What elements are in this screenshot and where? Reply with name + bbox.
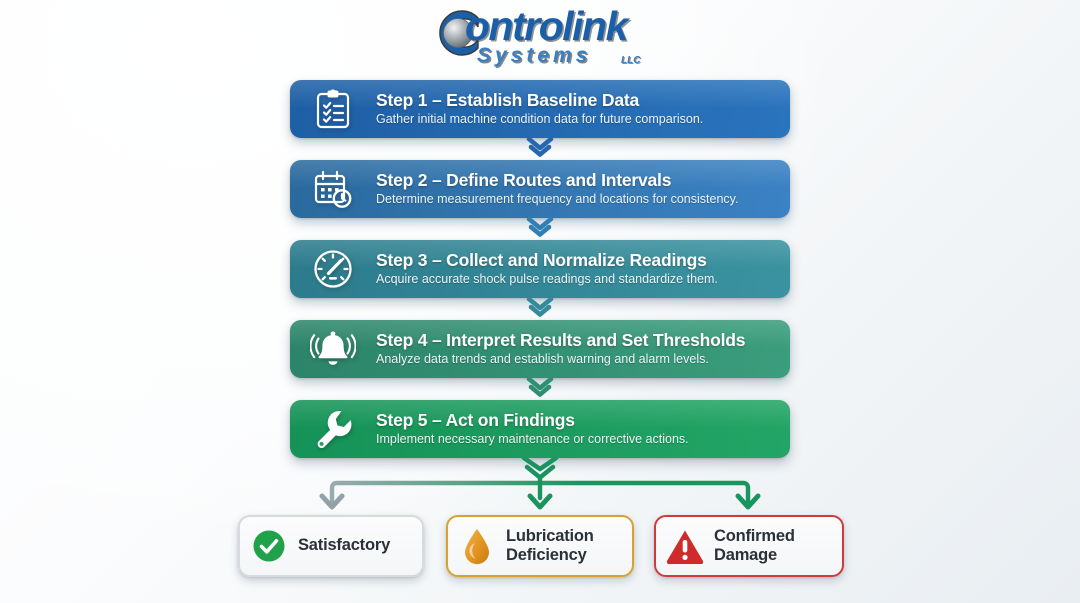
step-text-2: Step 2 – Define Routes and Intervals Det… [376,170,750,208]
step-description: Gather initial machine condition data fo… [376,112,704,127]
alarm-bell-icon [290,329,376,369]
connector-chevron-3 [524,295,556,319]
step-card-2[interactable]: Step 2 – Define Routes and Intervals Det… [290,160,790,218]
oil-drop-icon [448,527,506,565]
step-card-4[interactable]: Step 4 – Interpret Results and Set Thres… [290,320,790,378]
logo-wordmark: ontrolink [465,3,628,49]
outcome-label-line2: Damage [714,546,777,564]
brand-logo: ontrolink Systems LLC [0,4,1080,76]
outcome-label-line1: Confirmed [714,526,795,545]
step-text-3: Step 3 – Collect and Normalize Readings … [376,250,730,288]
connector-chevron-4 [524,375,556,399]
step-card-3[interactable]: Step 3 – Collect and Normalize Readings … [290,240,790,298]
branch-connector [319,458,761,510]
outcome-label: Satisfactory [298,536,391,555]
outcome-label-wrap: Lubrication Deficiency [506,527,606,565]
step-card-1[interactable]: Step 1 – Establish Baseline Data Gather … [290,80,790,138]
logo-subtitle: Systems [477,44,592,67]
logo-c-sphere-icon [439,10,479,56]
logo-suffix: LLC [621,55,641,66]
step-description: Implement necessary maintenance or corre… [376,432,689,447]
step-card-5[interactable]: Step 5 – Act on Findings Implement neces… [290,400,790,458]
check-circle-icon [240,529,298,563]
step-text-1: Step 1 – Establish Baseline Data Gather … [376,90,715,128]
warning-triangle-icon [656,529,714,564]
step-title: Step 5 – Act on Findings [376,410,575,430]
step-text-5: Step 5 – Act on Findings Implement neces… [376,410,701,448]
gauge-icon [290,248,376,290]
outcome-label-line1: Lubrication [506,526,594,545]
step-text-4: Step 4 – Interpret Results and Set Thres… [376,330,757,368]
clipboard-checklist-icon [290,89,376,129]
outcome-card-lubrication-deficiency[interactable]: Lubrication Deficiency [446,515,634,577]
connector-chevron-2 [524,215,556,239]
outcome-label-line2: Deficiency [506,546,587,564]
outcome-card-confirmed-damage[interactable]: Confirmed Damage [654,515,844,577]
step-title: Step 3 – Collect and Normalize Readings [376,250,707,270]
outcome-card-satisfactory[interactable]: Satisfactory [238,515,424,577]
step-description: Analyze data trends and establish warnin… [376,352,709,367]
wrench-icon [290,408,376,450]
connector-chevron-1 [524,135,556,159]
step-title: Step 4 – Interpret Results and Set Thres… [376,330,746,350]
step-title: Step 1 – Establish Baseline Data [376,90,640,110]
calendar-clock-icon [290,169,376,209]
step-title: Step 2 – Define Routes and Intervals [376,170,672,190]
step-description: Acquire accurate shock pulse readings an… [376,272,718,287]
step-description: Determine measurement frequency and loca… [376,192,739,207]
outcome-label-wrap: Confirmed Damage [714,527,807,565]
